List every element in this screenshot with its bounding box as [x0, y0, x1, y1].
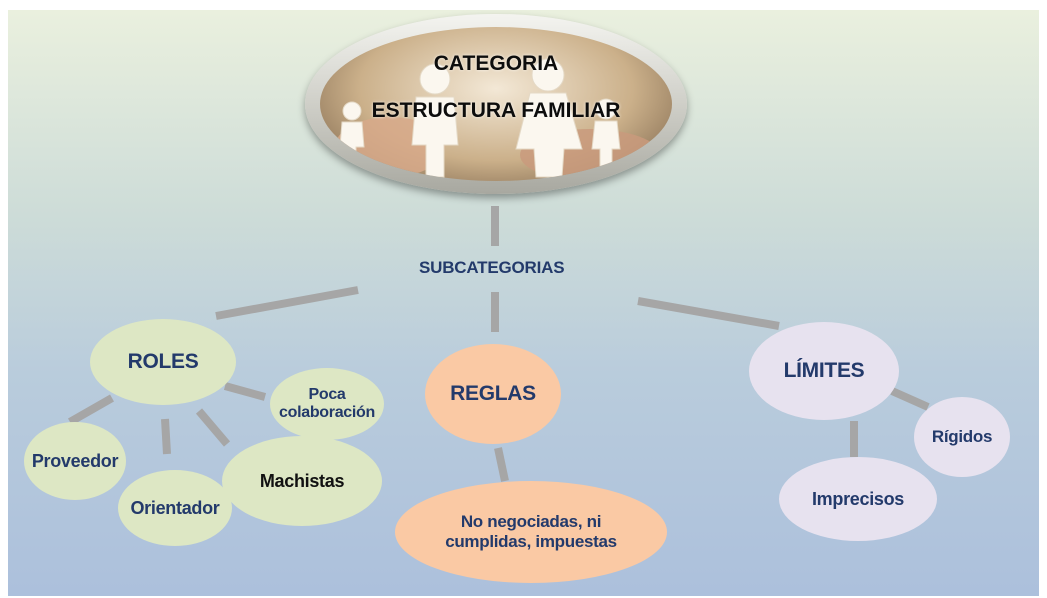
family-photo: CATEGORIA ESTRUCTURA FAMILIAR — [320, 27, 672, 181]
root-title-line-1: CATEGORIA — [433, 52, 559, 75]
node-poca-colaboracion-label: Poca colaboración — [279, 385, 375, 421]
node-orientador: Orientador — [118, 470, 232, 546]
family-silhouette-image — [335, 58, 660, 181]
connector-sub-roles — [215, 286, 359, 320]
node-rigidos: Rígidos — [914, 397, 1010, 477]
connector-roles-proveedor — [68, 394, 114, 426]
connector-roles-machistas — [195, 408, 231, 447]
node-machistas: Machistas — [222, 436, 382, 526]
connector-lines — [68, 206, 930, 482]
connector-limites-rigidos — [890, 387, 930, 411]
connector-sub-limites — [637, 297, 780, 330]
connector-roles-poca — [223, 382, 267, 401]
connector-reglas-child — [494, 447, 509, 482]
node-roles: ROLES — [90, 319, 236, 405]
node-no-negociadas-label: No negociadas, ni cumplidas, impuestas — [445, 512, 617, 551]
node-reglas: REGLAS — [425, 344, 561, 444]
node-poca-colaboracion: Poca colaboración — [270, 368, 384, 440]
diagram-canvas: CATEGORIA ESTRUCTURA FAMILIAR SUBCATEGOR… — [8, 10, 1039, 596]
root-title-line-2: ESTRUCTURA FAMILIAR — [371, 99, 621, 122]
node-no-negociadas: No negociadas, ni cumplidas, impuestas — [395, 481, 667, 583]
node-limites: LÍMITES — [749, 322, 899, 420]
root-category-frame: CATEGORIA ESTRUCTURA FAMILIAR — [305, 14, 687, 194]
node-imprecisos: Imprecisos — [779, 457, 937, 541]
node-proveedor: Proveedor — [24, 422, 126, 500]
subcategories-heading: SUBCATEGORIAS — [419, 258, 565, 277]
connector-roles-orientador — [161, 418, 171, 455]
